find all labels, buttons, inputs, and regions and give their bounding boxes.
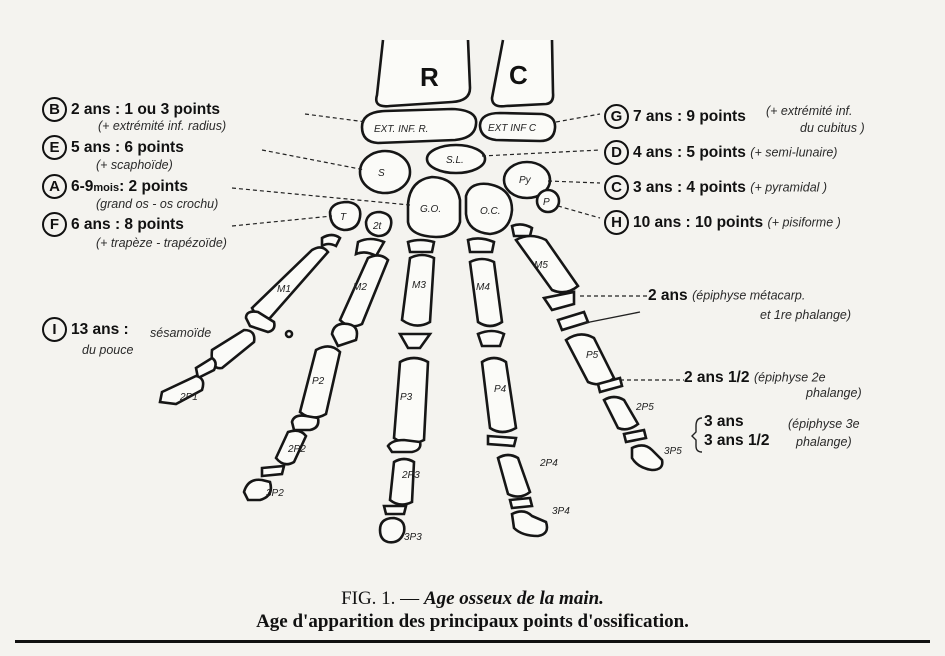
epiphysis-1-note2: et 1re phalange) <box>760 308 851 322</box>
annotation-H-age: 10 ans : 10 points <box>633 214 763 231</box>
annotation-E-age: 5 ans : 6 points <box>71 139 184 156</box>
svg-text:M2: M2 <box>353 282 367 293</box>
annotation-H-letter: H <box>604 210 629 235</box>
svg-text:M5: M5 <box>534 260 548 271</box>
caption-title: Age osseux de la main. <box>424 588 604 609</box>
radius-label: R <box>420 62 439 92</box>
annotation-A-age-main: 6-9 <box>71 178 93 195</box>
finger-5: M5 P5 2P5 3P5 <box>512 224 682 470</box>
annotation-A-age-small: mois <box>93 182 119 194</box>
annotation-D-letter: D <box>604 140 629 165</box>
annotation-I-note1: sésamoïde <box>150 326 211 340</box>
annotation-F-note: (+ trapèze - trapézoïde) <box>96 236 227 250</box>
cubitus-label: C <box>509 60 528 90</box>
svg-text:P5: P5 <box>586 350 599 361</box>
svg-text:3P4: 3P4 <box>552 506 570 517</box>
svg-text:2P3: 2P3 <box>401 470 420 481</box>
svg-text:3P5: 3P5 <box>664 446 682 457</box>
annotation-B-note: (+ extrémité inf. radius) <box>98 119 226 133</box>
figure-caption-line2: Age d'apparition des principaux points d… <box>0 611 945 633</box>
annotation-I: I13 ans : <box>42 317 129 342</box>
annotation-H-note: (+ pisiforme ) <box>768 215 841 229</box>
grand-os-label: G.O. <box>420 204 441 215</box>
semi-lunaire-label: S.L. <box>446 155 464 166</box>
svg-text:M3: M3 <box>412 280 426 291</box>
annotation-E-letter: E <box>42 135 67 160</box>
svg-text:2P4: 2P4 <box>539 458 558 469</box>
annotation-B-age: 2 ans : 1 ou 3 points <box>71 101 220 118</box>
svg-text:P4: P4 <box>494 384 507 395</box>
scaphoide-label: S <box>378 168 385 179</box>
svg-text:M1: M1 <box>277 284 291 295</box>
svg-text:3P3: 3P3 <box>404 532 422 543</box>
svg-text:2P5: 2P5 <box>635 402 654 413</box>
annotation-I-age: 13 ans : <box>71 321 129 338</box>
annotation-E-note: (+ scaphoïde) <box>96 158 173 172</box>
annotation-G-note1: (+ extrémité inf. <box>766 104 853 118</box>
annotation-B-letter: B <box>42 97 67 122</box>
epiphysis-2-note2: phalange) <box>806 386 862 400</box>
annotation-G-age: 7 ans : 9 points <box>633 108 746 125</box>
trapezoide-label: 2t <box>372 221 383 232</box>
annotation-C-letter: C <box>604 175 629 200</box>
svg-text:P3: P3 <box>400 392 413 403</box>
annotation-G-letter: G <box>604 104 629 129</box>
pyramidal-label: Py <box>519 175 532 186</box>
annotation-A-letter: A <box>42 174 67 199</box>
finger-3: M3 P3 2P3 3P3 <box>380 240 434 543</box>
figure-number: FIG. 1. — <box>341 588 419 609</box>
annotation-A-note: (grand os - os crochu) <box>96 197 218 211</box>
scaphoide-bone <box>360 151 410 193</box>
ext-inf-radius-label: EXT. INF. R. <box>374 124 428 135</box>
pisiforme-label: P <box>543 197 550 208</box>
epiphysis-3-age2: 3 ans 1/2 <box>704 433 770 449</box>
epiphysis-3-note1: (épiphyse 3e <box>788 417 860 431</box>
epiphysis-3-note2: phalange) <box>796 435 852 449</box>
svg-text:2P1: 2P1 <box>179 392 198 403</box>
svg-text:M4: M4 <box>476 282 490 293</box>
annotation-C-age: 3 ans : 4 points <box>633 179 746 196</box>
svg-text:3P2: 3P2 <box>266 488 284 499</box>
annotation-G-note2: du cubitus ) <box>800 121 865 135</box>
annotation-C-note: (+ pyramidal ) <box>750 180 827 194</box>
os-crochu-label: O.C. <box>480 206 501 217</box>
epiphysis-1-age: 2 ans <box>648 287 688 304</box>
bottom-rule <box>15 640 930 643</box>
ext-inf-cubitus-label: EXT INF C <box>488 123 537 134</box>
epiphysis-1-note1: (épiphyse métacarp. <box>692 289 805 303</box>
epiphysis-3-age1: 3 ans <box>704 414 744 430</box>
annotation-I-note2: du pouce <box>82 343 133 357</box>
epiphysis-2: 2 ans 1/2 (épiphyse 2e <box>684 370 826 386</box>
figure-caption-line1: FIG. 1. — Age osseux de la main. <box>0 588 945 610</box>
annotation-F-age: 6 ans : 8 points <box>71 216 184 233</box>
annotation-F-letter: F <box>42 212 67 237</box>
annotation-A-age-rest: : 2 points <box>119 178 188 195</box>
annotation-D-note: (+ semi-lunaire) <box>750 145 837 159</box>
epiphysis-2-age: 2 ans 1/2 <box>684 369 750 386</box>
svg-text:2P2: 2P2 <box>287 444 306 455</box>
svg-text:P2: P2 <box>312 376 325 387</box>
epiphysis-1: 2 ans (épiphyse métacarp. <box>648 288 805 304</box>
finger-2: M2 P2 2P2 3P2 <box>244 239 388 500</box>
trapeze-label: T <box>340 212 347 223</box>
annotation-D-age: 4 ans : 5 points <box>633 144 746 161</box>
epiphysis-2-note1: (épiphyse 2e <box>754 371 826 385</box>
annotation-I-letter: I <box>42 317 67 342</box>
